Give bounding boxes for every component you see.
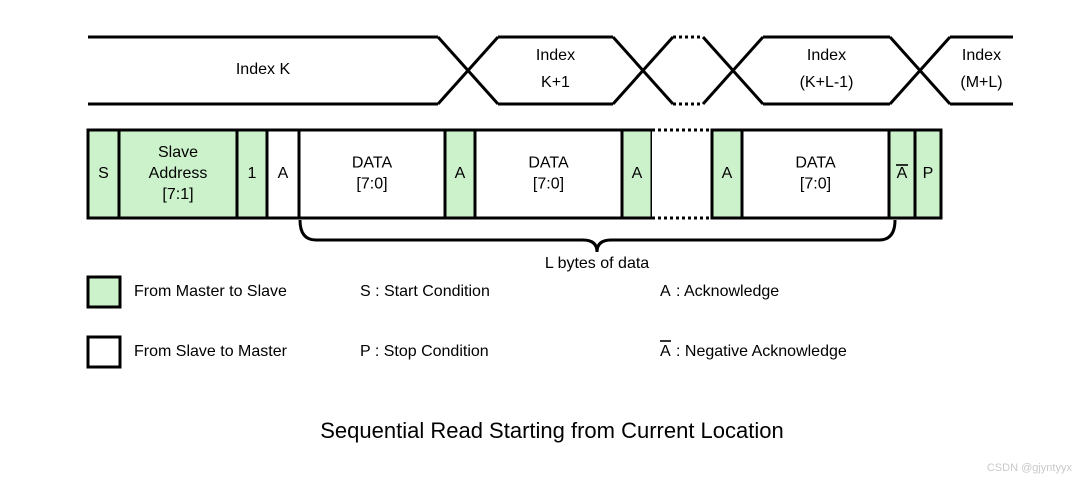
cell-box [265, 128, 301, 220]
cell-label-line1: Slave [158, 144, 198, 161]
brace-label: L bytes of data [545, 255, 649, 272]
index-label-line1: Index [962, 47, 1001, 64]
watermark: CSDN @gjyntyyx [987, 462, 1073, 474]
l-bytes-brace: L bytes of data [298, 219, 897, 272]
frame-cell-gap [652, 128, 712, 220]
cell-label-line1: 1 [248, 165, 257, 182]
index-label-line2: K+1 [541, 74, 570, 91]
cell-label-line1: DATA [528, 155, 569, 172]
cell-label-line1: A [632, 165, 643, 182]
cell-box [710, 128, 744, 220]
cross-stroke [611, 35, 675, 106]
legend-label-stop-condition: P : Stop Condition [360, 343, 489, 360]
cross-stroke [436, 35, 500, 106]
cell-label-line1: A [455, 165, 466, 182]
frame-cell-ack-2: A [443, 128, 477, 220]
index-label-line1: Index [536, 47, 575, 64]
legend-label-acknowledge: : Acknowledge [676, 283, 779, 300]
cell-label-line3: [7:1] [162, 186, 193, 203]
cross-stroke [701, 35, 765, 106]
index-transition-cross-0 [436, 35, 500, 106]
cell-box [473, 128, 624, 220]
brace-path [298, 219, 897, 253]
cell-label-line2: [7:0] [356, 176, 387, 193]
index-label-line2: (M+L) [960, 74, 1002, 91]
legend-item-master-to-slave: From Master to Slave [86, 275, 287, 309]
frame-cell-rw-bit: 1 [235, 128, 269, 220]
legend-symbol-negative-acknowledge: A [660, 343, 671, 360]
index-transition-cross-1 [611, 35, 675, 106]
frame-cell-start: S [86, 128, 121, 220]
cell-label-line1: A [278, 165, 289, 182]
gap-fill [652, 130, 712, 218]
cell-box [620, 128, 654, 220]
frame-cell-ack-3: A [620, 128, 654, 220]
index-segment-index-gap [673, 35, 703, 106]
legend-swatch-slave-to-master [86, 335, 122, 369]
cell-label-line1: DATA [352, 155, 393, 172]
index-label-line1: Index [807, 47, 846, 64]
cell-label-line1: P [923, 165, 934, 182]
index-label-line1: Index K [236, 61, 291, 78]
legend-label-slave-to-master: From Slave to Master [134, 343, 288, 360]
cell-box [913, 128, 943, 220]
cell-box [117, 128, 239, 220]
cell-label-line1: A [722, 165, 733, 182]
cell-box [740, 128, 891, 220]
legend-symbol-acknowledge: A [660, 283, 671, 300]
legend-label-negative-acknowledge: : Negative Acknowledge [676, 343, 847, 360]
index-transition-cross-2 [701, 35, 765, 106]
index-label-line2: (K+L-1) [800, 74, 854, 91]
frame-cell-nack: A [887, 128, 917, 220]
cell-box [887, 128, 917, 220]
cross-stroke [888, 35, 952, 106]
frame-cell-ack-4: A [710, 128, 744, 220]
index-segment-index-kl1: Index (K+L-1) [763, 35, 890, 106]
legend-swatch-master-to-slave [86, 275, 122, 309]
legend-label-master-to-slave: From Master to Slave [134, 283, 287, 300]
legend-item-acknowledge: A : Acknowledge [660, 283, 779, 300]
frame-cell-data-3: DATA [7:0] [740, 128, 891, 220]
legend-item-negative-acknowledge: A : Negative Acknowledge [660, 340, 847, 360]
cell-label-line1: DATA [795, 155, 836, 172]
legend-item-slave-to-master: From Slave to Master [86, 335, 288, 369]
cell-label-line2: [7:0] [800, 176, 831, 193]
frame-cell-data-2: DATA [7:0] [473, 128, 624, 220]
frame-cell-ack-1: A [265, 128, 301, 220]
index-segment-index-ml: Index (M+L) [950, 35, 1013, 106]
page-title: Sequential Read Starting from Current Lo… [320, 418, 783, 443]
legend-label-start-condition: S : Start Condition [360, 283, 490, 300]
cell-label-line1: S [98, 165, 109, 182]
cell-box [443, 128, 477, 220]
cell-box [297, 128, 447, 220]
index-segment-index-k: Index K [88, 35, 438, 106]
cell-label-line2: Address [149, 165, 208, 182]
frame-cell-stop: P [913, 128, 943, 220]
cell-box [86, 128, 121, 220]
index-transition-cross-3 [888, 35, 952, 106]
cell-label-line1: A [897, 165, 908, 182]
cell-label-line2: [7:0] [533, 176, 564, 193]
frame-cell-data-1: DATA [7:0] [297, 128, 447, 220]
